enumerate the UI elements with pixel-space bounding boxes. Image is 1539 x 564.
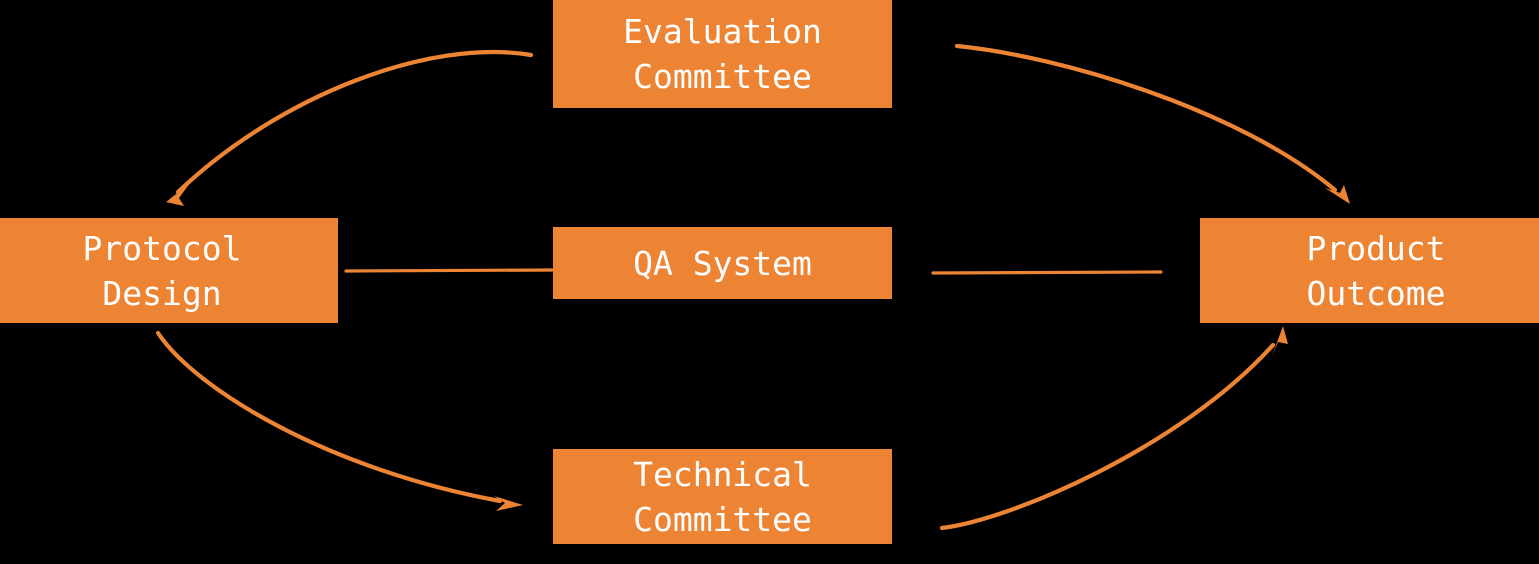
edge-qa-system-to-product-outcome: [931, 270, 1163, 275]
node-evaluation-committee[interactable]: Evaluation Committee: [553, 0, 892, 108]
edge-evaluation-committee-to-product-outcome: [954, 43, 1350, 204]
edge-evaluation-committee-to-protocol-design: [166, 50, 534, 206]
node-label-line-2: Design: [102, 273, 222, 313]
node-technical-committee[interactable]: Technical Committee: [553, 449, 892, 544]
node-label-line-1: Product: [1306, 228, 1446, 268]
node-product-outcome[interactable]: Product Outcome: [1200, 218, 1539, 323]
node-label-line-1: Evaluation: [623, 11, 822, 51]
node-label-line-2: Committee: [633, 56, 812, 96]
node-label-line-1: Protocol: [82, 228, 242, 268]
edge-protocol-design-to-qa-system: [344, 268, 554, 273]
node-label-line-2: Committee: [633, 499, 812, 539]
node-protocol-design[interactable]: Protocol Design: [0, 218, 338, 323]
edge-protocol-design-to-technical-committee: [155, 330, 523, 511]
node-label-line-1: Technical: [633, 454, 812, 494]
node-label-line-2: Outcome: [1306, 273, 1446, 313]
node-qa-system[interactable]: QA System: [553, 227, 892, 299]
node-label-line-1: QA System: [633, 243, 812, 283]
edge-technical-committee-to-product-outcome: [939, 326, 1288, 531]
